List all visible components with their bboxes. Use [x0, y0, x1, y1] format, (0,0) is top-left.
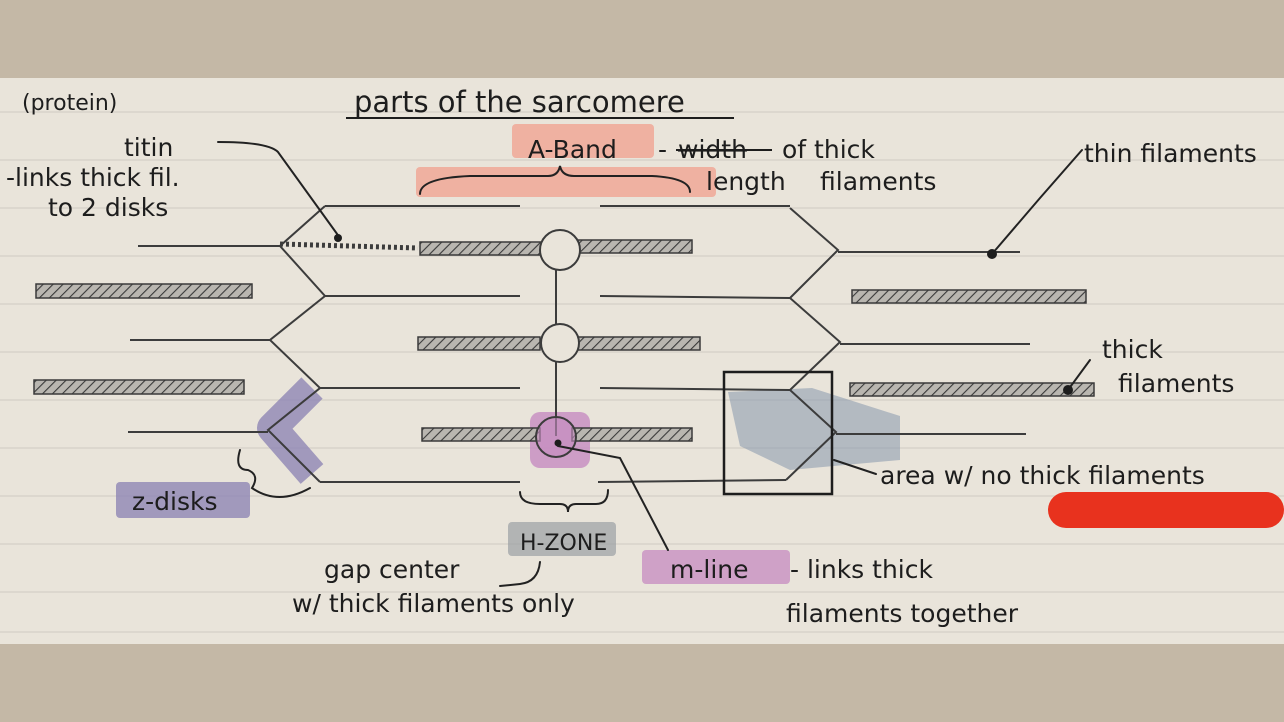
a-band-label: A-Band	[528, 135, 617, 164]
m-line-label-highlight	[642, 550, 790, 584]
thick-filament-dot	[1063, 385, 1073, 395]
gap-desc-1: gap center	[324, 555, 460, 584]
a-band-dash: -	[658, 135, 667, 164]
m-line-desc-2: filaments together	[786, 599, 1019, 628]
thick-filaments-label-1: thick	[1102, 335, 1163, 364]
protein-note: (protein)	[22, 91, 117, 116]
h-zone-highlight	[508, 522, 616, 556]
thick-filaments-label-2: filaments	[1118, 369, 1234, 398]
area-box	[722, 370, 834, 496]
gap-desc-2: w/ thick filaments only	[292, 589, 575, 618]
titin-label: titin	[124, 133, 173, 162]
thin-filament-dot	[987, 249, 997, 259]
m-line-dot	[554, 439, 562, 447]
sarcomere-lines	[128, 205, 1030, 483]
area-highlight	[728, 388, 900, 470]
h-zone-label: H-ZONE	[520, 531, 607, 556]
z-disks-label-highlight	[116, 482, 250, 518]
a-band-highlight	[416, 167, 716, 197]
annotation-strokes	[217, 141, 1091, 587]
diagram-title: parts of the sarcomere	[354, 85, 685, 119]
a-band-desc-1: of thick	[782, 135, 875, 164]
m-line-desc-1: - links thick	[790, 555, 933, 584]
z-disks-label: z-disks	[132, 487, 218, 516]
a-band-label-highlight	[512, 124, 654, 158]
titin-desc-2: to 2 disks	[48, 193, 168, 222]
titin-dot	[334, 234, 342, 242]
titin-desc-1: -links thick fil.	[6, 163, 180, 192]
a-band-desc-2: length	[706, 167, 786, 196]
thin-filaments-label: thin filaments	[1084, 139, 1257, 168]
m-line-label: m-line	[670, 555, 749, 584]
red-marker-stroke	[1048, 492, 1284, 528]
area-label: area w/ no thick filaments	[880, 461, 1205, 490]
a-band-desc-3: filaments	[820, 167, 936, 196]
